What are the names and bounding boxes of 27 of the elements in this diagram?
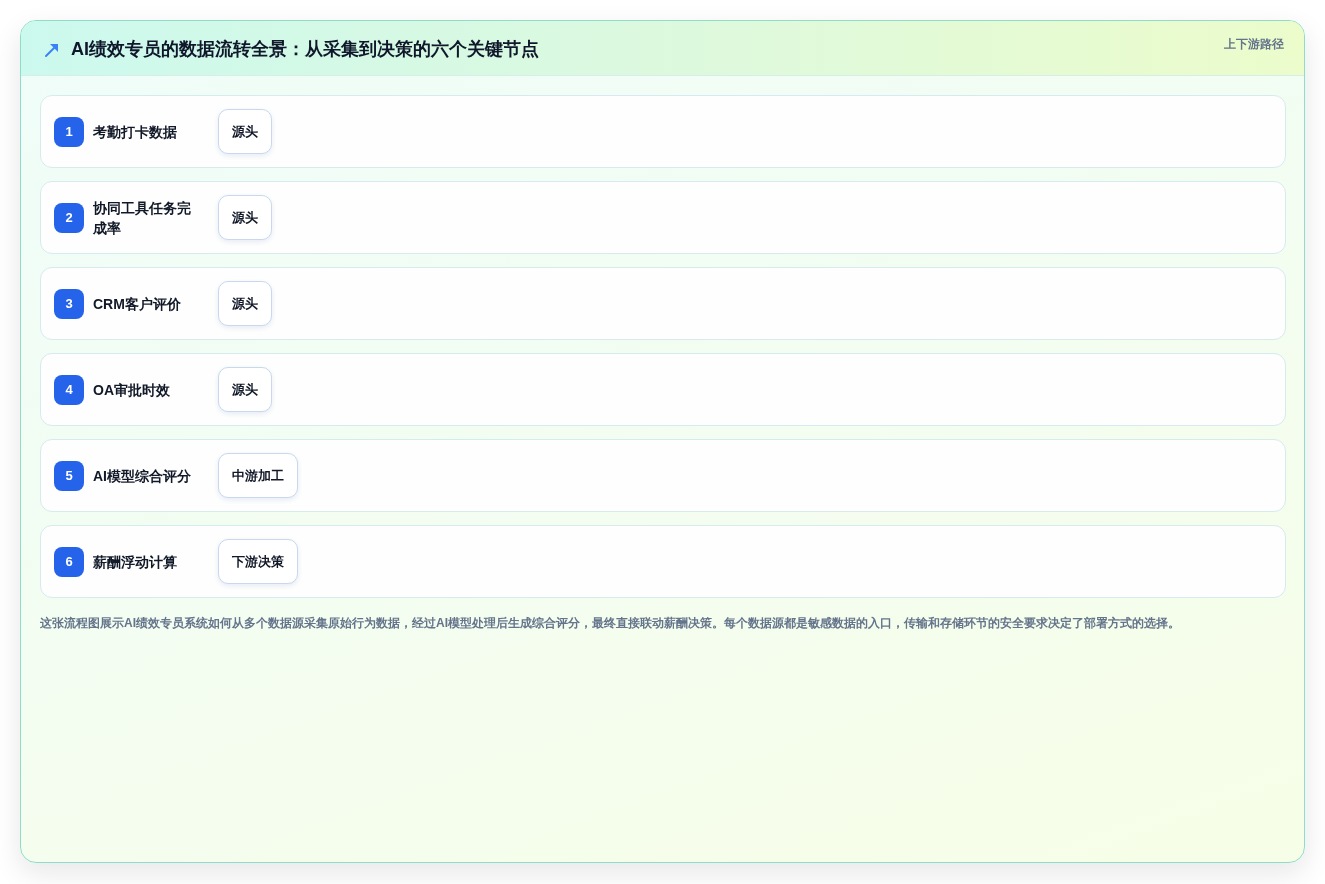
step-card <box>40 181 1286 254</box>
step-number-badge: 1 <box>54 116 84 147</box>
step-label: OA审批时效 <box>93 380 171 400</box>
step-number-badge: 4 <box>54 374 84 405</box>
step-label: 考勤打卡数据 <box>93 122 178 142</box>
step-card <box>40 439 1286 512</box>
step-number-badge: 6 <box>54 546 84 577</box>
step-card <box>40 267 1286 340</box>
step-number-badge: 2 <box>54 202 84 233</box>
step-card <box>40 353 1286 426</box>
step-card <box>40 95 1286 168</box>
stage-tag: 中游加工 <box>218 453 298 498</box>
caption-text: 这张流程图展示AI绩效专员系统如何从多个数据源采集原始行为数据，经过AI模型处理后生成综合评分，最终直接联动薪酬决策。每个数据源都是敏感数据的入口，传输和存储环节的安全要求决定了部署方式的选择。 <box>40 615 1181 632</box>
header-note: 上下游路径 <box>1224 36 1284 52</box>
step-number-badge: 3 <box>54 288 84 319</box>
step-label: 协同工具任务完成率 <box>93 198 192 238</box>
stage-tag: 下游决策 <box>218 539 298 584</box>
stage-tag: 源头 <box>218 109 272 154</box>
step-card <box>40 525 1286 598</box>
diagram-title: AI绩效专员的数据流转全景：从采集到决策的六个关键节点 <box>71 38 539 61</box>
stage-tag: 源头 <box>218 281 272 326</box>
step-label: AI模型综合评分 <box>93 466 192 486</box>
step-label: 薪酬浮动计算 <box>93 552 178 572</box>
step-number-badge: 5 <box>54 460 84 491</box>
step-label: CRM客户评价 <box>93 294 182 314</box>
stage-tag: 源头 <box>218 367 272 412</box>
stage-tag: 源头 <box>218 195 272 240</box>
